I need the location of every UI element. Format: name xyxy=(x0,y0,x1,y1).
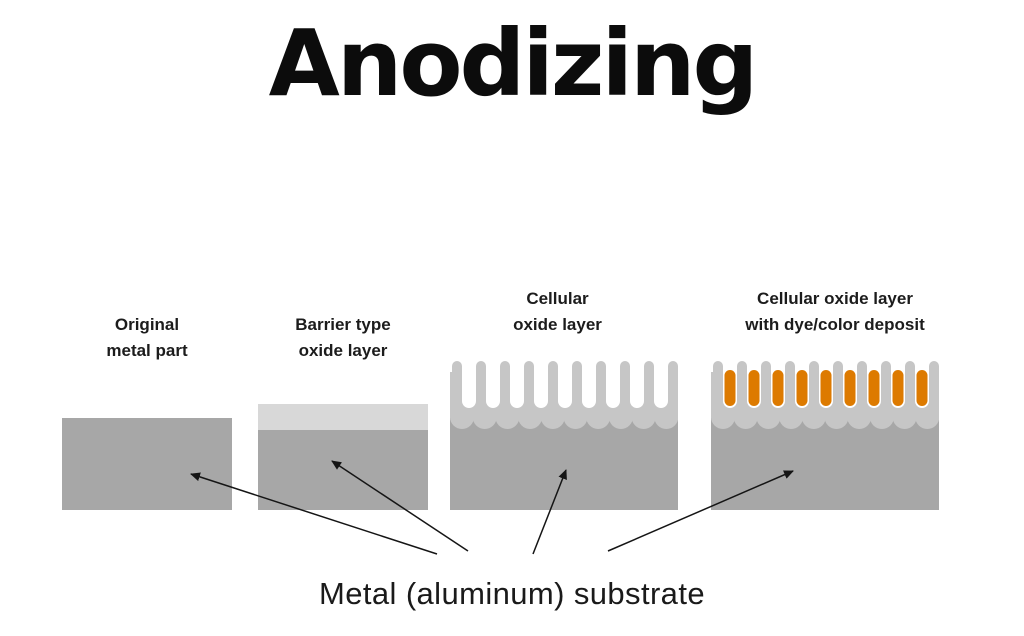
pore-channel xyxy=(486,358,500,408)
pore-channel xyxy=(654,358,668,408)
cell-wall xyxy=(644,361,654,391)
stage-2-label-line-1: Barrier type xyxy=(295,315,391,334)
dye-deposit xyxy=(844,370,856,406)
substrate-body xyxy=(450,416,678,510)
cell-wall xyxy=(476,361,486,391)
stage-2-label: Barrier type oxide layer xyxy=(258,312,428,364)
stage-4-label-line-2: with dye/color deposit xyxy=(745,315,925,334)
stage-1-label: Original metal part xyxy=(62,312,232,364)
cell-wall xyxy=(620,361,630,391)
cell-wall xyxy=(833,361,843,391)
dye-deposit xyxy=(796,370,808,406)
barrier-oxide-layer xyxy=(258,404,428,430)
cell-wall xyxy=(452,361,462,391)
dye-deposit xyxy=(748,370,760,406)
cell-wall xyxy=(713,361,723,391)
stage-4-block-cellular-oxide-dyed xyxy=(711,358,939,510)
cell-wall xyxy=(548,361,558,391)
dye-deposit xyxy=(868,370,880,406)
stage-4-label-line-1: Cellular oxide layer xyxy=(757,289,913,308)
stage-3-label-line-2: oxide layer xyxy=(513,315,602,334)
dye-deposit xyxy=(916,370,928,406)
cell-wall xyxy=(500,361,510,391)
cell-wall xyxy=(524,361,534,391)
substrate-caption: Metal (aluminum) substrate xyxy=(319,576,705,611)
cell-wall xyxy=(929,361,939,391)
stage-3-block-cellular-oxide xyxy=(450,358,678,510)
substrate-body xyxy=(711,416,939,510)
cell-wall xyxy=(737,361,747,391)
pore-channel xyxy=(630,358,644,408)
stage-1-block-original-metal xyxy=(62,418,232,510)
cell-wall xyxy=(572,361,582,391)
cell-wall xyxy=(905,361,915,391)
cell-wall xyxy=(761,361,771,391)
stage-1-label-line-2: metal part xyxy=(106,341,188,360)
stage-4-label: Cellular oxide layer with dye/color depo… xyxy=(715,286,955,338)
cell-wall xyxy=(668,361,678,391)
pore-channel xyxy=(558,358,572,408)
pore-channel xyxy=(582,358,596,408)
cell-wall xyxy=(857,361,867,391)
cell-wall xyxy=(881,361,891,391)
dye-deposit xyxy=(892,370,904,406)
cell-wall xyxy=(596,361,606,391)
pore-channel xyxy=(534,358,548,408)
pore-channel xyxy=(510,358,524,408)
stage-1-label-line-1: Original xyxy=(114,315,180,334)
stage-2-block-metal-substrate xyxy=(258,404,428,510)
cell-wall xyxy=(785,361,795,391)
dye-deposit xyxy=(724,370,736,406)
stage-2-label-line-2: oxide layer xyxy=(298,341,388,360)
diagram-title: Anodizing xyxy=(268,10,759,117)
dye-deposit xyxy=(772,370,784,406)
cell-wall xyxy=(809,361,819,391)
stage-3-label-line-1: Cellular xyxy=(526,289,589,308)
stage-3-label: Cellular oxide layer xyxy=(445,286,670,338)
dye-deposit xyxy=(820,370,832,406)
pore-channel xyxy=(606,358,620,408)
pore-channel xyxy=(462,358,476,408)
